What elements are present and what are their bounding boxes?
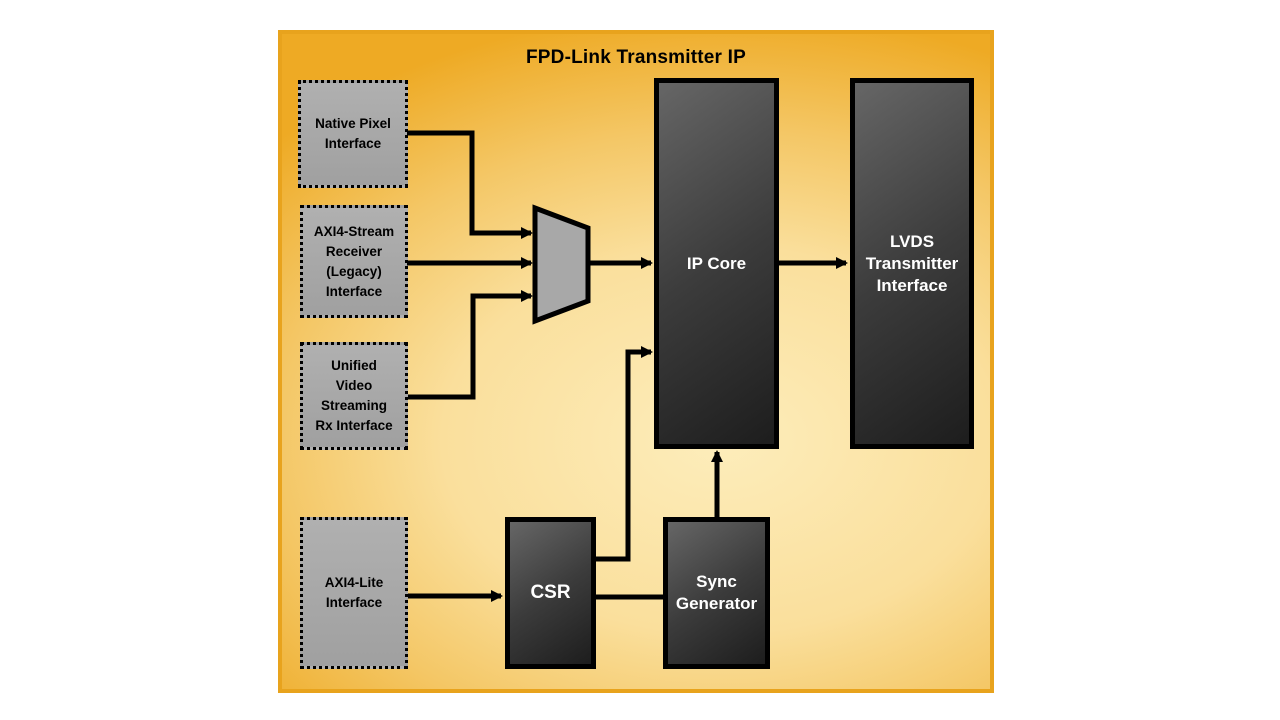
block-ip-core: IP Core	[654, 78, 779, 449]
block-label: AXI4-Lite Interface	[324, 575, 384, 610]
block-csr: CSR	[505, 517, 596, 669]
block-label: IP Core	[686, 253, 747, 273]
block-lvds-transmitter-interface: LVDS Transmitter Interface	[850, 78, 974, 449]
block-label: AXI4-Stream Receiver (Legacy) Interface	[313, 223, 395, 299]
block-axi4-lite-interface: AXI4-Lite Interface	[300, 517, 408, 669]
block-label: CSR	[530, 582, 571, 603]
block-label: Sync Generator	[675, 572, 758, 613]
block-axi4-stream-interface: AXI4-Stream Receiver (Legacy) Interface	[300, 205, 408, 318]
block-label: Unified Video Streaming Rx Interface	[315, 358, 393, 433]
block-unified-video-interface: Unified Video Streaming Rx Interface	[300, 342, 408, 450]
diagram-title: FPD-Link Transmitter IP	[526, 47, 746, 68]
block-label: Native Pixel Interface	[315, 116, 391, 151]
block-native-pixel-interface: Native Pixel Interface	[298, 80, 408, 188]
block-sync-generator: Sync Generator	[663, 517, 770, 669]
block-label: LVDS Transmitter Interface	[865, 231, 959, 295]
